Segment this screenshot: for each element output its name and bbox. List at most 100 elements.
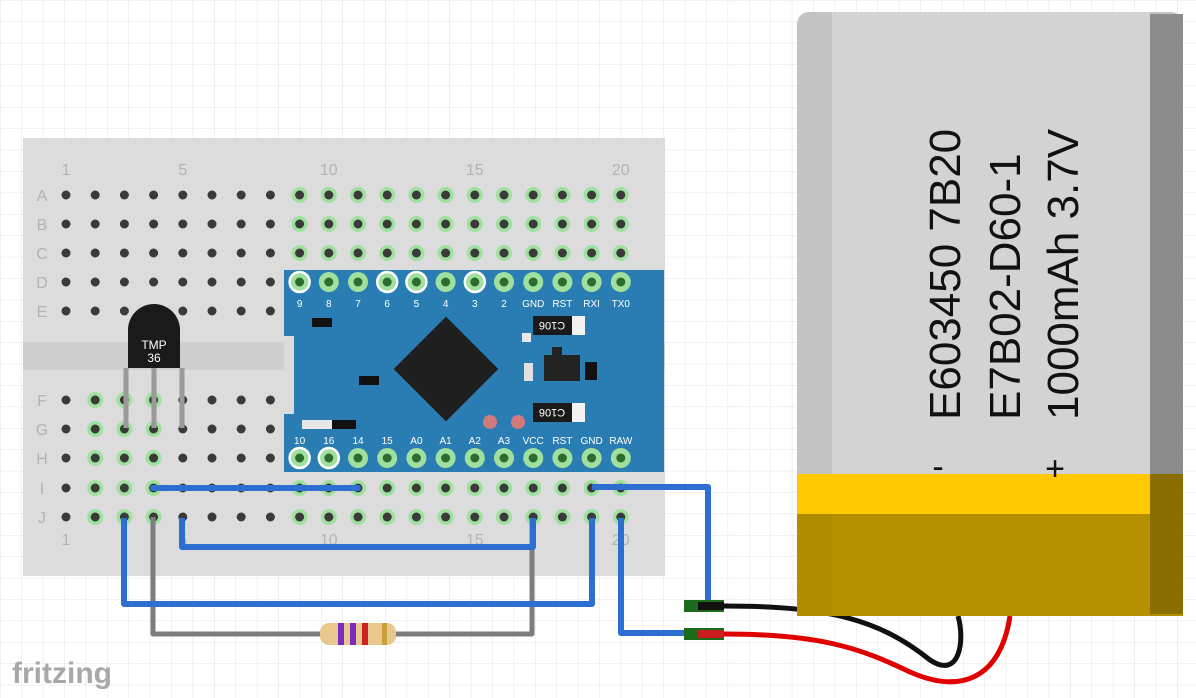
breadboard-hole[interactable] <box>379 216 396 232</box>
breadboard-hole[interactable] <box>408 245 425 261</box>
breadboard-hole[interactable] <box>437 216 454 232</box>
board-pin[interactable] <box>610 448 631 468</box>
breadboard-hole[interactable] <box>236 219 246 229</box>
board-pin[interactable] <box>288 446 311 470</box>
breadboard-hole[interactable] <box>61 424 71 434</box>
breadboard-hole[interactable] <box>408 480 425 496</box>
breadboard-hole[interactable] <box>87 509 104 525</box>
breadboard-hole[interactable] <box>291 216 308 232</box>
board-pin[interactable] <box>610 272 631 292</box>
breadboard-hole[interactable] <box>61 277 71 287</box>
breadboard-hole[interactable] <box>554 509 571 525</box>
breadboard-hole[interactable] <box>90 248 100 258</box>
wire-blue[interactable] <box>592 484 711 606</box>
breadboard-hole[interactable] <box>350 245 366 261</box>
board-pin[interactable] <box>317 446 341 470</box>
breadboard-hole[interactable] <box>119 277 129 287</box>
breadboard-hole[interactable] <box>496 480 512 496</box>
breadboard-hole[interactable] <box>265 219 275 229</box>
breadboard-hole[interactable] <box>265 512 275 522</box>
breadboard-hole[interactable] <box>90 277 100 287</box>
breadboard-hole[interactable] <box>87 392 104 408</box>
breadboard-hole[interactable] <box>61 219 71 229</box>
breadboard-hole[interactable] <box>236 395 246 405</box>
board-pin[interactable] <box>523 448 544 468</box>
wire-blue[interactable] <box>618 518 708 636</box>
breadboard-hole[interactable] <box>291 187 308 203</box>
breadboard-hole[interactable] <box>236 424 246 434</box>
breadboard-hole[interactable] <box>178 190 188 200</box>
breadboard-hole[interactable] <box>466 216 483 232</box>
breadboard-hole[interactable] <box>207 512 217 522</box>
breadboard-hole[interactable] <box>525 216 542 232</box>
breadboard-hole[interactable] <box>265 190 275 200</box>
breadboard-hole[interactable] <box>87 480 104 496</box>
breadboard-hole[interactable] <box>408 216 425 232</box>
breadboard-hole[interactable] <box>61 483 71 493</box>
resistor-icon[interactable] <box>320 623 396 645</box>
breadboard-hole[interactable] <box>350 216 366 232</box>
breadboard-hole[interactable] <box>207 277 217 287</box>
lipo-battery-icon[interactable]: E603450 7B20 E7B02-D60-1 1000mAh 3.7V - … <box>797 12 1183 616</box>
breadboard-hole[interactable] <box>320 245 337 261</box>
breadboard-hole[interactable] <box>408 187 425 203</box>
breadboard-hole[interactable] <box>178 453 188 463</box>
breadboard-hole[interactable] <box>496 509 512 525</box>
breadboard-hole[interactable] <box>207 248 217 258</box>
breadboard-hole[interactable] <box>408 509 425 525</box>
breadboard-hole[interactable] <box>87 421 104 437</box>
breadboard-hole[interactable] <box>178 219 188 229</box>
board-pin[interactable] <box>318 272 339 292</box>
breadboard-hole[interactable] <box>583 245 600 261</box>
breadboard-hole[interactable] <box>583 187 600 203</box>
board-pin[interactable] <box>523 272 544 292</box>
breadboard-hole[interactable] <box>178 306 188 316</box>
breadboard-hole[interactable] <box>207 219 217 229</box>
breadboard-hole[interactable] <box>525 187 542 203</box>
breadboard-hole[interactable] <box>554 245 571 261</box>
breadboard-hole[interactable] <box>525 480 542 496</box>
breadboard-hole[interactable] <box>207 190 217 200</box>
breadboard-hole[interactable] <box>61 395 71 405</box>
breadboard-hole[interactable] <box>437 509 454 525</box>
breadboard-hole[interactable] <box>207 424 217 434</box>
breadboard-hole[interactable] <box>496 216 512 232</box>
breadboard-hole[interactable] <box>612 187 629 203</box>
breadboard-hole[interactable] <box>320 216 337 232</box>
breadboard-hole[interactable] <box>236 453 246 463</box>
breadboard-hole[interactable] <box>265 277 275 287</box>
breadboard-hole[interactable] <box>437 187 454 203</box>
breadboard-hole[interactable] <box>466 245 483 261</box>
board-pin[interactable] <box>552 448 573 468</box>
breadboard-hole[interactable] <box>236 306 246 316</box>
breadboard-hole[interactable] <box>466 480 483 496</box>
board-pin[interactable] <box>435 272 456 292</box>
breadboard-hole[interactable] <box>496 187 512 203</box>
breadboard-hole[interactable] <box>61 306 71 316</box>
breadboard-hole[interactable] <box>119 219 129 229</box>
breadboard-hole[interactable] <box>466 187 483 203</box>
breadboard-hole[interactable] <box>149 190 159 200</box>
breadboard-hole[interactable] <box>61 190 71 200</box>
board-pin[interactable] <box>375 270 399 294</box>
breadboard-hole[interactable] <box>119 248 129 258</box>
breadboard-hole[interactable] <box>87 450 104 466</box>
board-pin[interactable] <box>377 448 398 468</box>
breadboard-hole[interactable] <box>350 187 366 203</box>
breadboard-hole[interactable] <box>554 216 571 232</box>
breadboard-hole[interactable] <box>61 512 71 522</box>
breadboard-hole[interactable] <box>583 216 600 232</box>
breadboard-hole[interactable] <box>265 424 275 434</box>
board-pin[interactable] <box>494 272 514 292</box>
breadboard-hole[interactable] <box>379 187 396 203</box>
breadboard-hole[interactable] <box>612 245 629 261</box>
board-pin[interactable] <box>406 448 427 468</box>
breadboard-hole[interactable] <box>149 248 159 258</box>
breadboard-hole[interactable] <box>265 248 275 258</box>
breadboard-hole[interactable] <box>265 453 275 463</box>
breadboard-hole[interactable] <box>178 248 188 258</box>
breadboard-hole[interactable] <box>61 453 71 463</box>
board-pin[interactable] <box>435 448 456 468</box>
breadboard-hole[interactable] <box>90 219 100 229</box>
breadboard-hole[interactable] <box>612 216 629 232</box>
